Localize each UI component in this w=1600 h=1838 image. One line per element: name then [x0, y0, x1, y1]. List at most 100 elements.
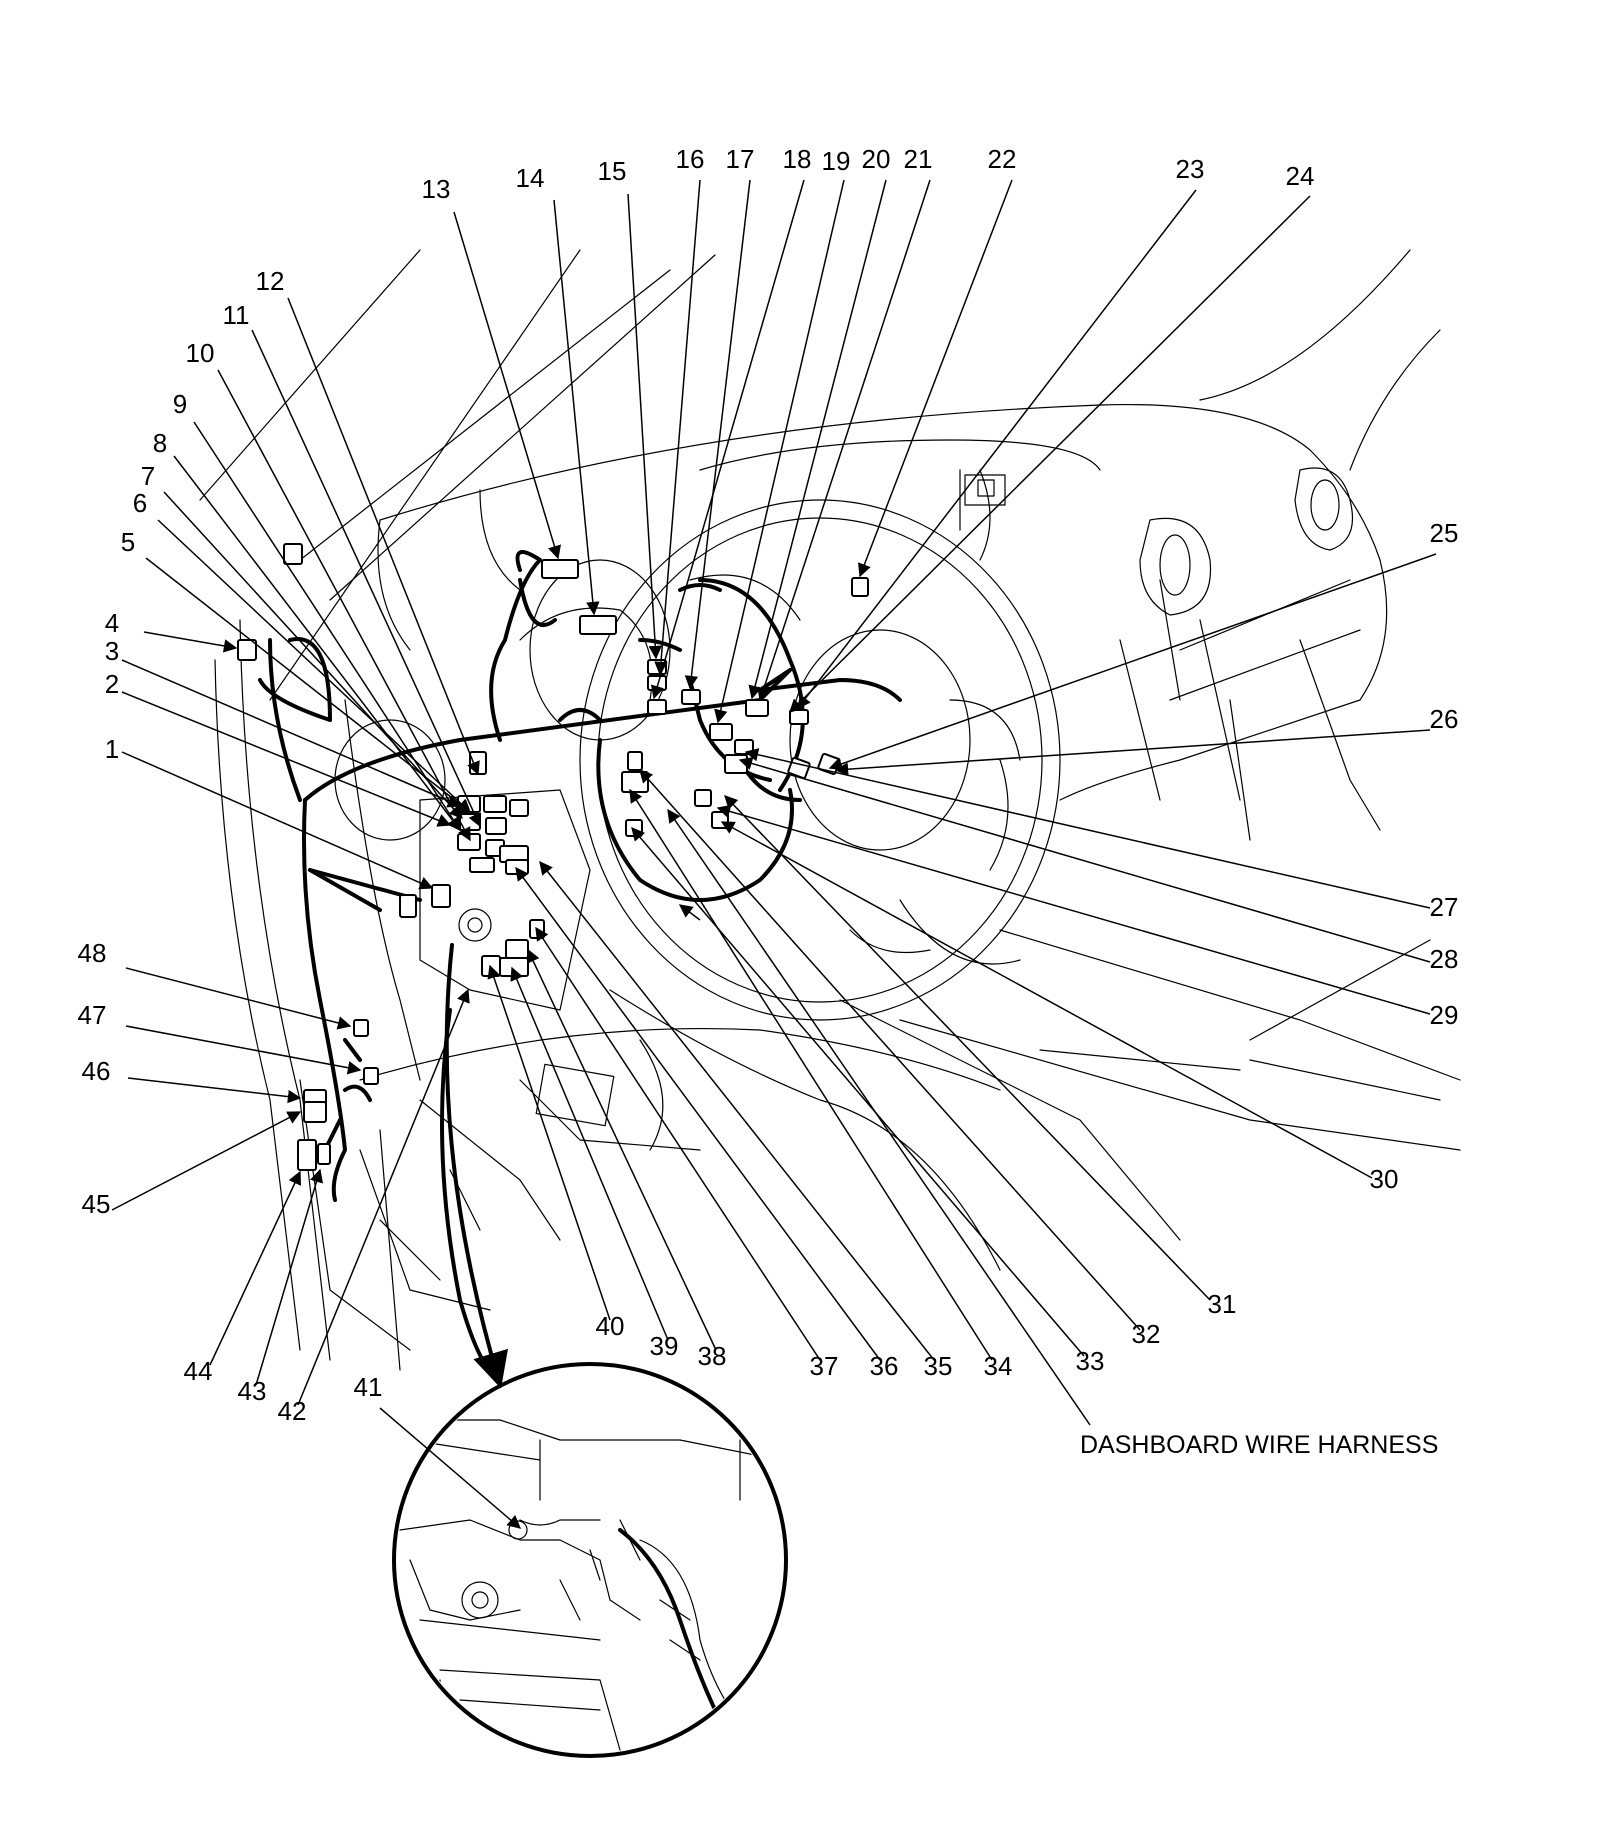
- leader-line-24: [789, 195, 1311, 713]
- connector-35: [627, 751, 643, 771]
- callout-6: 6: [133, 488, 147, 518]
- callout-10: 10: [186, 338, 215, 368]
- leader-line-7: [163, 491, 463, 819]
- callout-16: 16: [676, 144, 705, 174]
- leader-line-42: [297, 988, 470, 1406]
- leader-line-39: [510, 966, 669, 1341]
- callout-30: 30: [1370, 1164, 1399, 1194]
- leader-line-38: [527, 948, 717, 1351]
- leader-line-30: [720, 821, 1373, 1179]
- connector-jb10: [469, 857, 495, 873]
- callout-9: 9: [173, 389, 187, 419]
- callout-35: 35: [924, 1351, 953, 1381]
- leader-line-27: [744, 748, 1431, 909]
- leader-line-6: [157, 519, 471, 813]
- leader-line-29: [716, 804, 1431, 1015]
- callout-28: 28: [1430, 944, 1459, 974]
- connector-jb3: [509, 799, 529, 817]
- callout-14: 14: [516, 163, 545, 193]
- dashboard-outline: [199, 249, 1461, 1371]
- connector-48: [353, 1019, 369, 1037]
- leader-line-36: [515, 866, 881, 1361]
- callout-32: 32: [1132, 1319, 1161, 1349]
- callout-23: 23: [1176, 154, 1205, 184]
- leader-line-25: [828, 553, 1437, 771]
- callout-45: 45: [82, 1189, 111, 1219]
- callout-18: 18: [783, 144, 812, 174]
- callout-44: 44: [184, 1356, 213, 1386]
- leader-line-9: [193, 421, 461, 832]
- callout-46: 46: [82, 1056, 111, 1086]
- callout-24: 24: [1286, 161, 1315, 191]
- callout-11: 11: [223, 300, 250, 330]
- leader-line-15: [627, 193, 663, 660]
- callout-43: 43: [238, 1376, 267, 1406]
- callout-21: 21: [904, 144, 933, 174]
- leader-line-20: [748, 179, 887, 700]
- connector-4: [237, 639, 257, 661]
- leader-line-48: [125, 967, 352, 1030]
- leader-line-21: [757, 179, 931, 702]
- connector-29: [694, 789, 712, 807]
- leader-line-2: [121, 691, 452, 827]
- callout-37: 37: [810, 1351, 839, 1381]
- callout-33: 33: [1076, 1346, 1105, 1376]
- connector-1b: [431, 884, 451, 908]
- leader-line-12: [287, 297, 480, 776]
- callout-39: 39: [650, 1331, 679, 1361]
- connector-28b: [734, 739, 754, 755]
- callout-13: 13: [422, 174, 451, 204]
- callout-4: 4: [105, 608, 119, 638]
- callout-17: 17: [726, 144, 755, 174]
- leader-line-13: [453, 211, 561, 560]
- callout-25: 25: [1430, 518, 1459, 548]
- leader-line-19: [714, 179, 845, 724]
- callout-27: 27: [1430, 892, 1459, 922]
- connector-13: [541, 559, 579, 579]
- leader-line-8: [173, 455, 461, 832]
- leader-line-17: [684, 179, 751, 690]
- connector-28: [724, 754, 748, 774]
- leader-line-44: [209, 1170, 301, 1366]
- leader-line-23: [797, 189, 1197, 710]
- callout-34: 34: [984, 1351, 1013, 1381]
- connector-40: [481, 955, 501, 977]
- harness-loop-arrow: [678, 904, 701, 921]
- connector-33: [625, 819, 643, 837]
- leader-line-45: [111, 1111, 302, 1211]
- callout-8: 8: [153, 428, 167, 458]
- callout-1: 1: [105, 734, 119, 764]
- diagram-caption: DASHBOARD WIRE HARNESS: [1080, 1431, 1438, 1459]
- leader-line-41: [379, 1407, 522, 1529]
- connector-38: [505, 939, 529, 959]
- connector-36: [505, 859, 529, 875]
- leader-line-35: [539, 860, 935, 1361]
- connector-24: [789, 709, 809, 725]
- callout-22: 22: [988, 144, 1017, 174]
- leader-line-46: [127, 1077, 302, 1104]
- connector-jb5: [485, 817, 507, 835]
- callout-3: 3: [105, 636, 119, 666]
- leader-line-34: [629, 788, 993, 1361]
- detail-inset: [392, 1362, 788, 1758]
- leader-line-10: [217, 369, 471, 842]
- connector-1a: [399, 894, 417, 918]
- connector-14: [579, 615, 617, 635]
- callout-48: 48: [78, 938, 107, 968]
- leader-line-4: [143, 631, 238, 653]
- callout-42: 42: [278, 1396, 307, 1426]
- leader-lines: [111, 179, 1437, 1529]
- leader-line-14: [553, 199, 600, 616]
- connector-19: [709, 723, 733, 741]
- leader-line-32: [639, 768, 1141, 1331]
- leader-line-47: [125, 1025, 362, 1075]
- connector-8: [283, 543, 303, 565]
- callout-5: 5: [121, 527, 135, 557]
- leader-line-5: [145, 557, 472, 813]
- leader-line-37: [535, 926, 821, 1361]
- connector-jb2: [483, 795, 507, 813]
- leader-line-28: [738, 756, 1431, 963]
